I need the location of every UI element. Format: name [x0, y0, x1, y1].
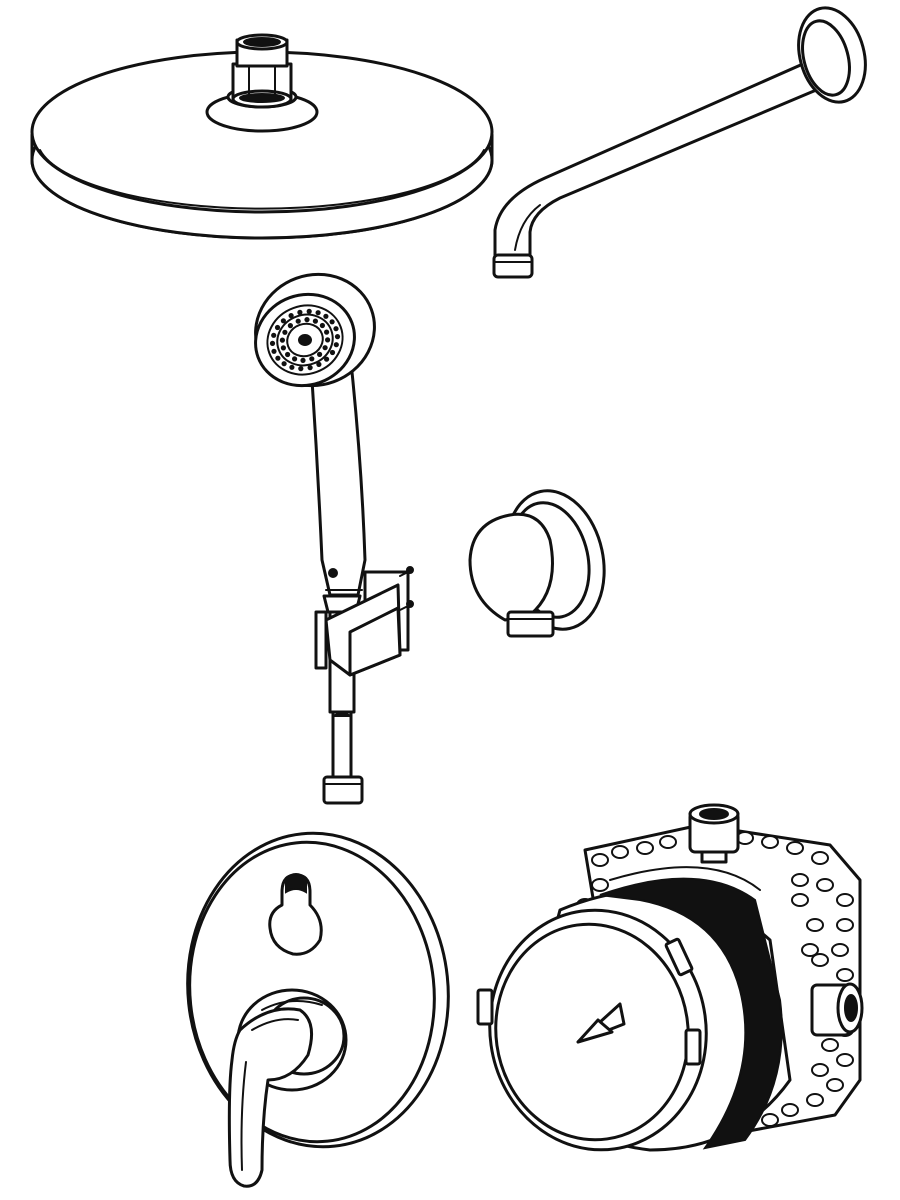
- frame-hole: [836, 893, 854, 907]
- spray-nozzle: [329, 319, 335, 325]
- spray-nozzle: [329, 349, 336, 356]
- overhead-shower-head: [30, 33, 494, 240]
- spray-nozzle: [307, 365, 313, 371]
- frame-hole: [836, 1053, 854, 1067]
- spray-nozzle: [317, 351, 323, 357]
- shower-hose-nut: [322, 775, 364, 805]
- spray-nozzle: [316, 361, 322, 367]
- spray-nozzle: [289, 364, 295, 370]
- frame-hole: [836, 918, 854, 932]
- shower-arm-outlet: [492, 253, 534, 279]
- frame-hole: [611, 845, 629, 859]
- spray-nozzle: [304, 317, 310, 323]
- spray-nozzle: [285, 351, 291, 358]
- concealed-valve-body: [476, 803, 864, 1152]
- frame-hole: [831, 943, 849, 957]
- frame-hole: [811, 851, 829, 865]
- hand-shower-handle: [310, 370, 367, 597]
- spray-nozzle-center: [298, 334, 312, 346]
- cap-tab-left: [476, 988, 494, 1026]
- spray-nozzle: [325, 337, 331, 343]
- valve-top-inlet: [688, 803, 740, 864]
- frame-hole: [791, 873, 809, 887]
- spray-nozzle: [297, 309, 303, 315]
- mixer-lever: [227, 1007, 314, 1188]
- wall-outlet-body: [468, 512, 554, 622]
- shower-head-rim-highlight: [39, 149, 485, 210]
- shower-arm-tube: [493, 50, 842, 264]
- spray-nozzle: [271, 348, 277, 354]
- spray-nozzle: [287, 323, 293, 329]
- spray-nozzle: [279, 337, 285, 343]
- frame-hole: [826, 1078, 844, 1092]
- spray-nozzle: [333, 326, 339, 332]
- spray-nozzle: [269, 340, 276, 346]
- spray-nozzle: [274, 324, 281, 331]
- wall-bracket: [314, 566, 414, 677]
- hand-shower: [254, 272, 376, 805]
- spray-nozzle: [300, 357, 306, 363]
- spray-nozzle: [324, 356, 330, 362]
- frame-hole: [801, 943, 819, 957]
- shower-hose-end: [331, 710, 353, 779]
- valve-right-inlet: [810, 982, 864, 1037]
- frame-hole: [821, 1038, 839, 1052]
- bracket-screw-bottom: [406, 600, 414, 608]
- frame-hole: [761, 1113, 779, 1127]
- spray-nozzle: [323, 313, 329, 319]
- spray-nozzle: [282, 329, 288, 335]
- spray-nozzle: [275, 355, 281, 361]
- spray-nozzle: [281, 361, 287, 367]
- shower-arm-flange-inner: [801, 19, 851, 97]
- spray-nozzle: [319, 322, 325, 329]
- spray-nozzle: [306, 308, 312, 314]
- frame-hole: [636, 841, 654, 855]
- valve-insulation-band: [599, 877, 783, 1150]
- spray-nozzle: [333, 342, 339, 348]
- frame-hole: [816, 878, 834, 892]
- spray-nozzle: [309, 356, 315, 362]
- spray-nozzle: [288, 313, 294, 319]
- bracket-screw-top: [406, 566, 414, 574]
- spray-nozzle: [322, 345, 328, 351]
- spray-nozzle: [312, 318, 318, 324]
- spray-nozzle: [280, 318, 286, 324]
- spray-nozzle: [315, 310, 321, 316]
- frame-hole: [781, 1103, 799, 1117]
- wall-outlet-connector: [506, 610, 555, 638]
- hand-shower-button: [328, 568, 338, 578]
- frame-hole: [761, 835, 779, 849]
- shower-head-connector: [226, 33, 298, 109]
- spray-nozzles: [269, 308, 341, 372]
- frame-hole: [659, 835, 677, 849]
- frame-hole: [811, 953, 829, 967]
- spray-nozzle: [295, 318, 301, 324]
- spray-nozzle: [271, 332, 277, 338]
- spray-nozzle: [280, 345, 286, 351]
- cap-tab-right: [684, 1028, 702, 1066]
- frame-hole: [591, 878, 609, 892]
- frame-hole: [806, 1093, 824, 1107]
- frame-hole: [811, 1063, 829, 1077]
- frame-hole: [836, 968, 854, 982]
- shower-arm: [492, 6, 867, 279]
- spray-nozzle: [292, 356, 298, 362]
- spray-nozzle: [324, 329, 330, 335]
- spray-nozzle: [334, 334, 341, 340]
- frame-hole: [591, 853, 609, 867]
- frame-hole: [786, 841, 804, 855]
- frame-hole: [791, 893, 809, 907]
- spray-nozzle: [298, 366, 304, 372]
- mixer-trim-plate: [186, 831, 450, 1188]
- frame-hole: [806, 918, 824, 932]
- wall-outlet-elbow: [468, 489, 606, 638]
- arrow-mark-icon: [576, 1002, 626, 1044]
